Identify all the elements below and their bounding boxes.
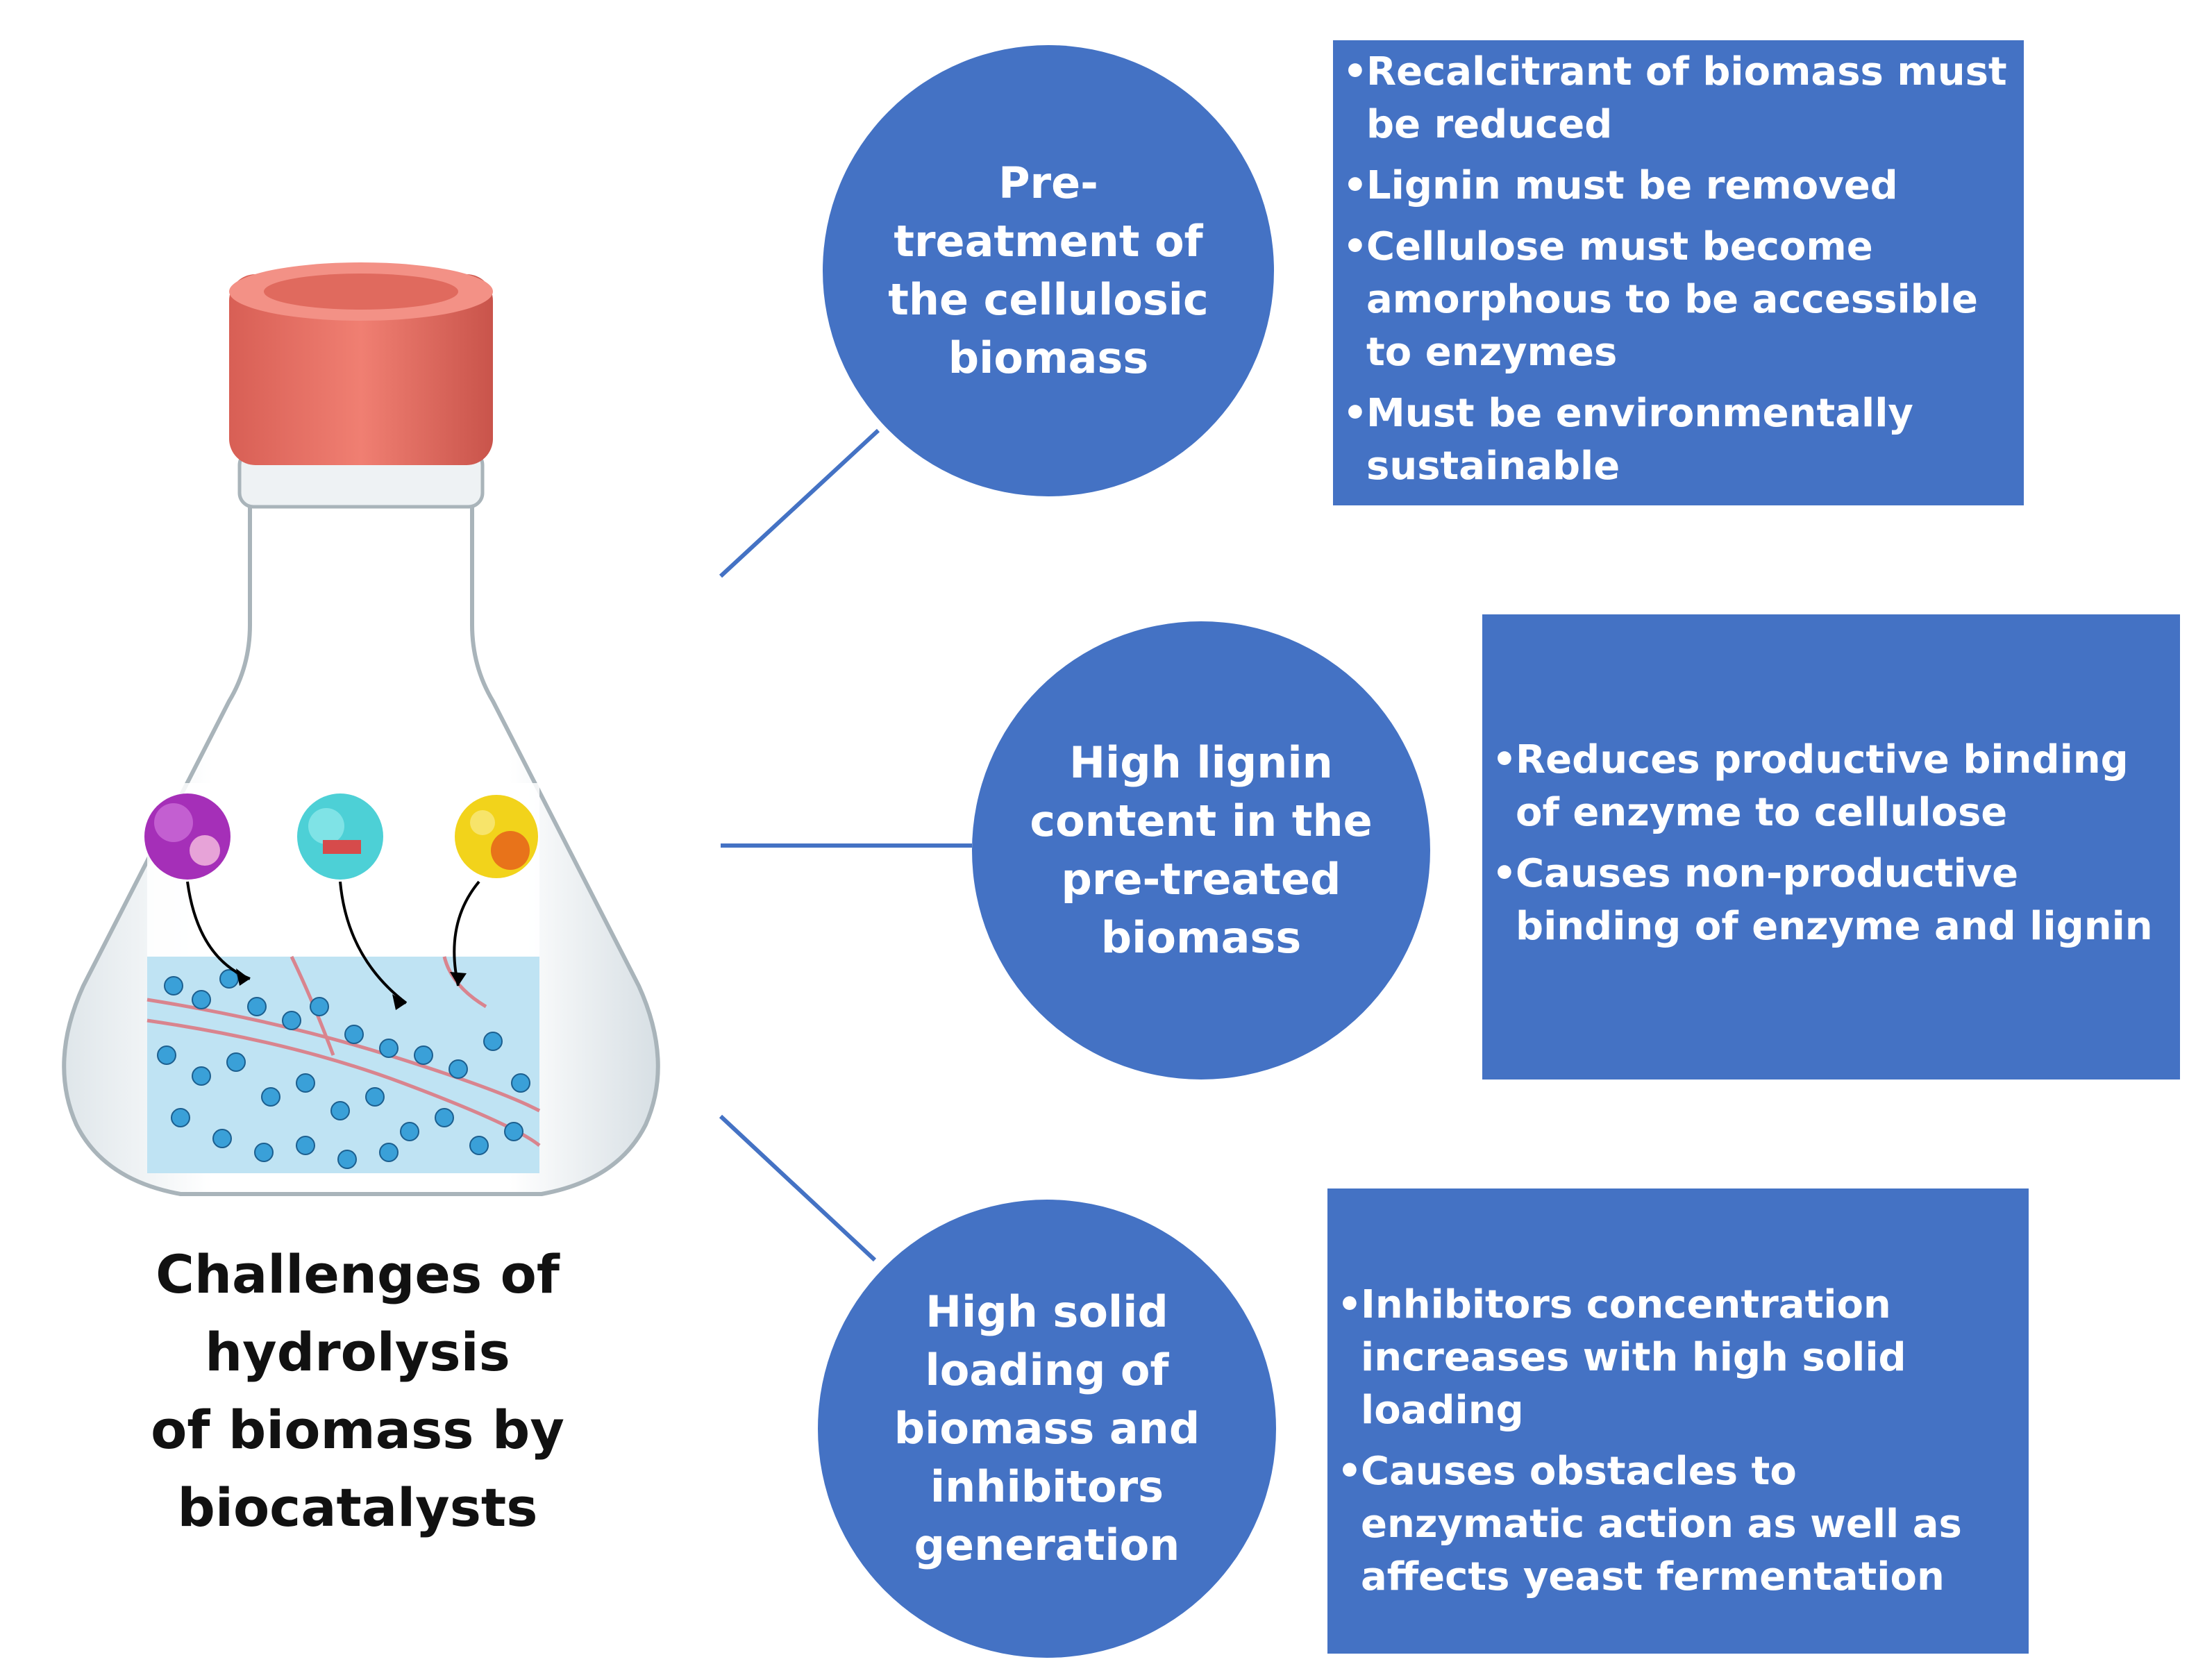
challenge-detail-box-pretreatment: Recalcitrant of biomass must be reduced … — [1333, 40, 2024, 505]
detail-point: Causes obstacles to enzymatic action as … — [1337, 1445, 2015, 1604]
enzyme-cyan-icon — [297, 793, 383, 880]
challenge-label: High lignin content in the pre-treated b… — [1030, 737, 1373, 963]
challenge-detail-box-solid-loading: Inhibitors concentration increases with … — [1327, 1188, 2029, 1654]
flask-illustration — [62, 262, 660, 1196]
challenge-node-lignin: High lignin content in the pre-treated b… — [972, 621, 1430, 1080]
challenge-node-solid-loading: High solid loading of biomass and inhibi… — [818, 1200, 1276, 1658]
detail-point: Causes non-productive binding of enzyme … — [1492, 848, 2173, 953]
flask-cap — [229, 274, 493, 465]
challenge-label: Pre- treatment of the cellulosic biomass — [888, 158, 1209, 383]
challenge-detail-box-lignin: Reduces productive binding of enzyme to … — [1482, 614, 2180, 1080]
glucose-rings — [157, 969, 530, 1169]
challenge-node-pretreatment: Pre- treatment of the cellulosic biomass — [823, 45, 1274, 496]
detail-point: Recalcitrant of biomass must be reduced — [1343, 46, 2010, 151]
enzyme-yellow-icon — [455, 795, 538, 878]
connector-line-3 — [719, 1114, 877, 1262]
detail-point: Must be environmentally sustainable — [1343, 387, 2010, 493]
connector-line-1 — [719, 428, 880, 578]
diagram-caption: Challenges of hydrolysis of biomass by b… — [151, 1243, 564, 1538]
detail-point: Inhibitors concentration increases with … — [1337, 1279, 2015, 1437]
detail-point: Lignin must be removed — [1343, 160, 2010, 212]
challenge-label: High solid loading of biomass and inhibi… — [894, 1286, 1200, 1570]
detail-point: Cellulose must become amorphous to be ac… — [1343, 221, 2010, 379]
enzyme-purple-icon — [144, 793, 230, 880]
detail-point: Reduces productive binding of enzyme to … — [1492, 734, 2173, 839]
